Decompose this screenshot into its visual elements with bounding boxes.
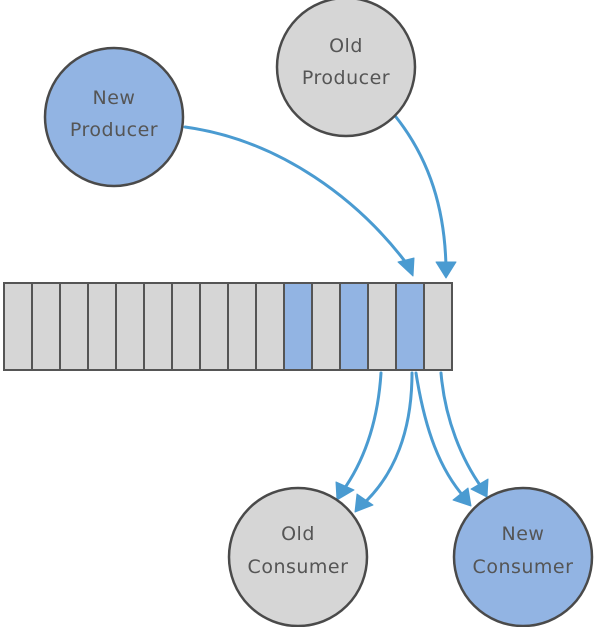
old-consumer-node: Old Consumer [227,486,369,627]
arrow-queue-to-old-consumer-2 [360,371,414,507]
queue-cell-highlighted [283,282,313,371]
new-producer-circle [43,46,185,188]
queue-cell [171,282,201,371]
old-producer-label-line2: Producer [302,67,390,89]
queue-cell [367,282,397,371]
new-consumer-node: New Consumer [452,486,594,627]
queue-cell-highlighted [395,282,425,371]
queue-cell [143,282,173,371]
arrowhead-new-consumer-1 [452,487,472,507]
new-consumer-label-line2: Consumer [473,556,574,578]
queue-cell [115,282,145,371]
old-consumer-circle [227,486,369,627]
queue-cell [87,282,117,371]
message-queue [3,282,453,371]
old-consumer-label-line1: Old [281,523,315,545]
flow-arrows [183,115,489,513]
arrow-queue-to-new-consumer-2 [439,371,484,490]
queue-cell [3,282,33,371]
arrow-old-producer-to-queue [394,115,448,270]
old-producer-circle [275,0,417,138]
arrow-queue-to-new-consumer-1 [414,371,467,500]
old-producer-label-line1: Old [329,35,363,57]
new-producer-label-line1: New [93,87,136,109]
arrowhead-old-consumer-1 [335,481,355,501]
arrowhead-old-consumer-2 [354,493,374,513]
queue-cell-highlighted [339,282,369,371]
queue-cell [199,282,229,371]
arrow-queue-to-old-consumer-1 [340,371,383,494]
arrowhead-new-consumer-2 [470,478,489,498]
queue-cell [255,282,285,371]
arrowhead-new-producer [397,257,415,277]
queue-cell [31,282,61,371]
new-consumer-label-line1: New [502,523,545,545]
arrow-new-producer-to-queue [183,125,412,270]
queue-cell [59,282,89,371]
old-consumer-label-line2: Consumer [248,556,349,578]
new-producer-label-line2: Producer [70,119,158,141]
new-consumer-circle [452,486,594,627]
queue-cell [423,282,453,371]
new-producer-node: New Producer [43,46,185,188]
arrowhead-old-producer [435,261,457,279]
old-producer-node: Old Producer [275,0,417,138]
queue-cell [227,282,257,371]
queue-cell [311,282,341,371]
